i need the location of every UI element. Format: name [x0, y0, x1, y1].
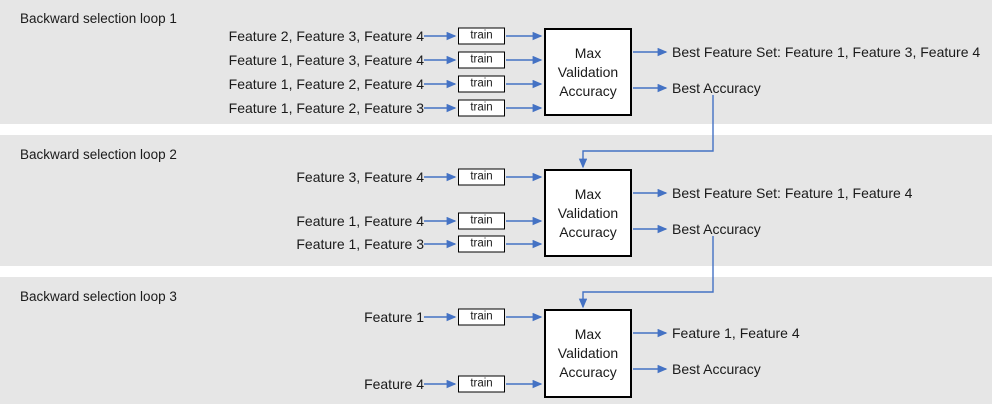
loop-2-feature-set-1: Feature 3, Feature 4: [296, 169, 424, 185]
loop-1-max-validation-accuracy-box[interactable]: Max Validation Accuracy: [544, 28, 632, 116]
loop-2-best-feature-set: Best Feature Set: Feature 1, Feature 4: [672, 185, 913, 201]
loop-1-train-box-2[interactable]: train: [458, 51, 505, 69]
mva-line-validation: Validation: [557, 63, 619, 80]
mva-line-max: Max: [574, 44, 602, 61]
loop-3-best-feature-set: Feature 1, Feature 4: [672, 325, 800, 341]
loop-3-feature-set-2: Feature 4: [364, 376, 424, 392]
loop-1-feature-set-2: Feature 1, Feature 3, Feature 4: [228, 52, 424, 68]
loop-2-feature-set-3: Feature 1, Feature 3: [296, 236, 424, 252]
loop-1-train-box-4[interactable]: train: [458, 99, 505, 117]
loop-1-feature-set-1: Feature 2, Feature 3, Feature 4: [228, 28, 424, 44]
mva-line-accuracy: Accuracy: [559, 364, 617, 380]
loop-3-train-box-1[interactable]: train: [458, 308, 505, 326]
mva-line-validation: Validation: [557, 345, 619, 361]
loop-1-feature-set-4: Feature 1, Feature 2, Feature 3: [228, 100, 424, 116]
mva-line-accuracy: Accuracy: [559, 82, 617, 99]
loop-1-best-accuracy: Best Accuracy: [672, 80, 761, 96]
loop-2-train-box-3[interactable]: train: [458, 235, 505, 253]
loop-3-feature-set-1: Feature 1: [364, 309, 424, 325]
loop-3-train-box-2[interactable]: train: [458, 375, 505, 393]
loop-3-max-validation-accuracy-box[interactable]: Max Validation Accuracy: [544, 309, 632, 398]
loop-2-feature-set-2: Feature 1, Feature 4: [296, 213, 424, 229]
mva-line-validation: Validation: [557, 204, 619, 221]
mva-line-accuracy: Accuracy: [559, 223, 617, 240]
loop-2-title: Backward selection loop 2: [20, 147, 177, 162]
loop-1-feature-set-3: Feature 1, Feature 2, Feature 4: [228, 76, 424, 92]
loop-1-train-box-1[interactable]: train: [458, 27, 505, 45]
loop-2-max-validation-accuracy-box[interactable]: Max Validation Accuracy: [544, 169, 632, 257]
loop-1-train-box-3[interactable]: train: [458, 75, 505, 93]
loop-3-title: Backward selection loop 3: [20, 289, 177, 304]
loop-2-train-box-2[interactable]: train: [458, 212, 505, 230]
loop-1-title: Backward selection loop 1: [20, 11, 177, 26]
mva-line-max: Max: [574, 326, 602, 342]
loop-3-best-accuracy: Best Accuracy: [672, 361, 761, 377]
loop-1-best-feature-set: Best Feature Set: Feature 1, Feature 3, …: [672, 44, 981, 60]
loop-2-best-accuracy: Best Accuracy: [672, 221, 761, 237]
mva-line-max: Max: [574, 185, 602, 202]
loop-2-train-box-1[interactable]: train: [458, 168, 505, 186]
